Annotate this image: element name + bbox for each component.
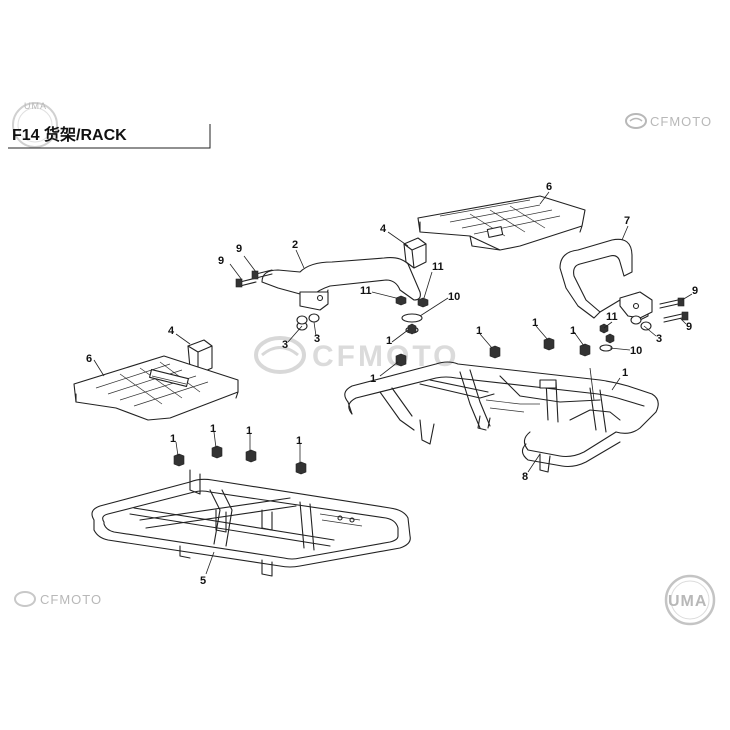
callout-4-right: 4 [380, 223, 387, 235]
callout-11-right: 11 [606, 311, 618, 323]
callout-11-left: 11 [360, 285, 372, 297]
cfmoto-watermark-icon [254, 336, 306, 374]
uma-logo-bottom-right: UMA [664, 574, 716, 626]
watermark-bottom-left: CFMOTO [14, 591, 102, 607]
callout-9-right-top: 9 [692, 285, 698, 297]
part-6-right-rack-pad [417, 195, 586, 251]
callout-8: 8 [522, 471, 528, 483]
uma-logo-text: UMA [668, 593, 707, 610]
watermark-center: CFMOTO [254, 336, 459, 374]
callouts: 6 4 7 9 9 2 11 11 10 3 3 1 1 1 1 1 11 10… [86, 181, 698, 587]
callout-7: 7 [624, 215, 630, 227]
callout-1-g: 1 [170, 433, 176, 445]
callout-9-right-bottom: 9 [686, 321, 692, 333]
callout-1-f: 1 [622, 367, 628, 379]
header: UMA F14 货架/RACK CFMOTO [8, 101, 712, 149]
cfmoto-logo-top-right: CFMOTO [625, 113, 712, 129]
callout-3-right: 3 [656, 333, 662, 345]
part-7-grab-handle [559, 238, 653, 321]
callout-3-left: 3 [282, 339, 288, 351]
callout-9-top: 9 [236, 243, 242, 255]
callout-3-mid: 3 [314, 333, 320, 345]
callout-1-c: 1 [476, 325, 482, 337]
callout-5: 5 [200, 575, 206, 587]
callout-11-top: 11 [432, 261, 444, 273]
callout-10-right: 10 [630, 345, 642, 357]
leader-lines [93, 191, 693, 575]
page-title: F14 货架/RACK [12, 125, 127, 144]
watermark-bottom-left-text: CFMOTO [40, 592, 102, 607]
callout-10-left: 10 [448, 291, 460, 303]
part-8-front-rack [344, 361, 659, 473]
callout-6-right: 6 [546, 181, 552, 193]
fasteners [173, 269, 689, 475]
callout-1-a: 1 [386, 335, 392, 347]
callout-1-i: 1 [246, 425, 252, 437]
callout-1-d: 1 [532, 317, 538, 329]
callout-1-b: 1 [370, 373, 376, 385]
cfmoto-logo-text: CFMOTO [650, 114, 712, 129]
cfmoto-logo-icon [625, 113, 647, 129]
callout-1-j: 1 [296, 435, 302, 447]
part-6-left-rack-pad [73, 355, 239, 421]
callout-6-left: 6 [86, 353, 92, 365]
callout-9-lower: 9 [218, 255, 224, 267]
cfmoto-logo-icon-bottom [14, 591, 36, 607]
callout-1-e: 1 [570, 325, 576, 337]
callout-1-h: 1 [210, 423, 216, 435]
part-5-rear-rack [91, 469, 411, 577]
uma-logo-text-top: UMA [24, 101, 47, 111]
callout-2: 2 [292, 239, 298, 251]
watermark-center-text: CFMOTO [312, 340, 459, 373]
callout-4-left: 4 [168, 325, 175, 337]
title-underline [8, 124, 211, 149]
part-2-handle-bar [261, 257, 421, 311]
uma-logo-top-left: UMA [12, 101, 58, 148]
